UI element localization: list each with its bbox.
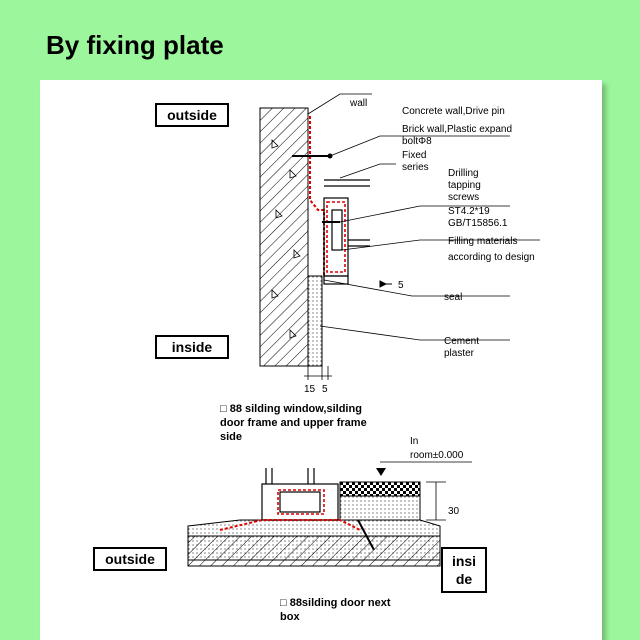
in-label: In (410, 436, 418, 447)
brick-label-2: boltΦ8 (402, 136, 432, 147)
outside-box (155, 103, 229, 127)
outside-label: outside (167, 107, 217, 123)
inside-label-lower-1: insi (452, 553, 476, 569)
screw-spec-2: GB/T15856.1 (448, 218, 508, 229)
filling-label-2: according to design (448, 252, 535, 263)
floor-finish (339, 481, 421, 497)
fixed-label-2: series (402, 162, 429, 173)
wall-label: wall (349, 98, 367, 109)
wall-aggregate (271, 139, 301, 339)
caption-1-line-1: □ 88 silding window,silding (220, 403, 362, 415)
room-level: room±0.000 (410, 450, 464, 461)
gap-marker (379, 280, 392, 288)
slab-seal-red (219, 519, 361, 531)
dim-30-marker (426, 481, 446, 521)
caption-1-line-2: door frame and upper frame (220, 417, 367, 429)
screw-spec-1: ST4.2*19 (448, 206, 490, 217)
door-filling-red (277, 489, 325, 515)
anchor-bolt (357, 519, 375, 551)
upper-detail: outside inside (155, 93, 540, 395)
caption-1-line-3: side (220, 431, 242, 443)
fixed-label-1: Fixed (402, 150, 426, 161)
bottom-dimension (304, 366, 332, 380)
inside-label: inside (172, 339, 213, 355)
drilling-label-1: Drilling (448, 168, 479, 179)
level-triangle (376, 468, 386, 476)
inside-box (155, 335, 229, 359)
dim-5: 5 (322, 384, 328, 395)
floor-structure (187, 535, 441, 567)
cement-plaster (307, 275, 323, 367)
window-frame-profile (323, 179, 370, 285)
outside-box-lower (93, 547, 167, 571)
construction-drawing: outside inside (93, 93, 540, 623)
seal-label: seal (444, 292, 462, 303)
filling-red (326, 201, 346, 273)
gap-label: 5 (398, 280, 404, 291)
cement-label-1: Cement (444, 336, 479, 347)
caption-2-line-1: □ 88silding door next (280, 597, 391, 609)
page-title: By fixing plate (46, 30, 224, 60)
caption-2-line-2: box (280, 611, 300, 623)
brick-label-1: Brick wall,Plastic expand (402, 124, 512, 135)
dim-30: 30 (448, 506, 460, 517)
outside-label-lower: outside (105, 551, 155, 567)
cement-label-2: plaster (444, 348, 475, 359)
wall-section (259, 107, 309, 367)
drilling-label-2: tapping (448, 180, 481, 191)
seal-line-red (309, 116, 325, 276)
floor-screed (339, 495, 421, 521)
drawing-sheet: outside inside (40, 80, 602, 640)
door-profile (261, 468, 339, 521)
concrete-label: Concrete wall,Drive pin (402, 106, 505, 117)
dim-15: 15 (304, 384, 316, 395)
leader-lines (307, 93, 540, 341)
inside-label-lower-2: de (456, 571, 473, 587)
drilling-label-3: screws (448, 192, 479, 203)
lower-detail: In room±0.000 30 outside (93, 436, 487, 593)
inside-box-lower (441, 547, 487, 593)
filling-label-1: Filling materials (448, 236, 517, 247)
